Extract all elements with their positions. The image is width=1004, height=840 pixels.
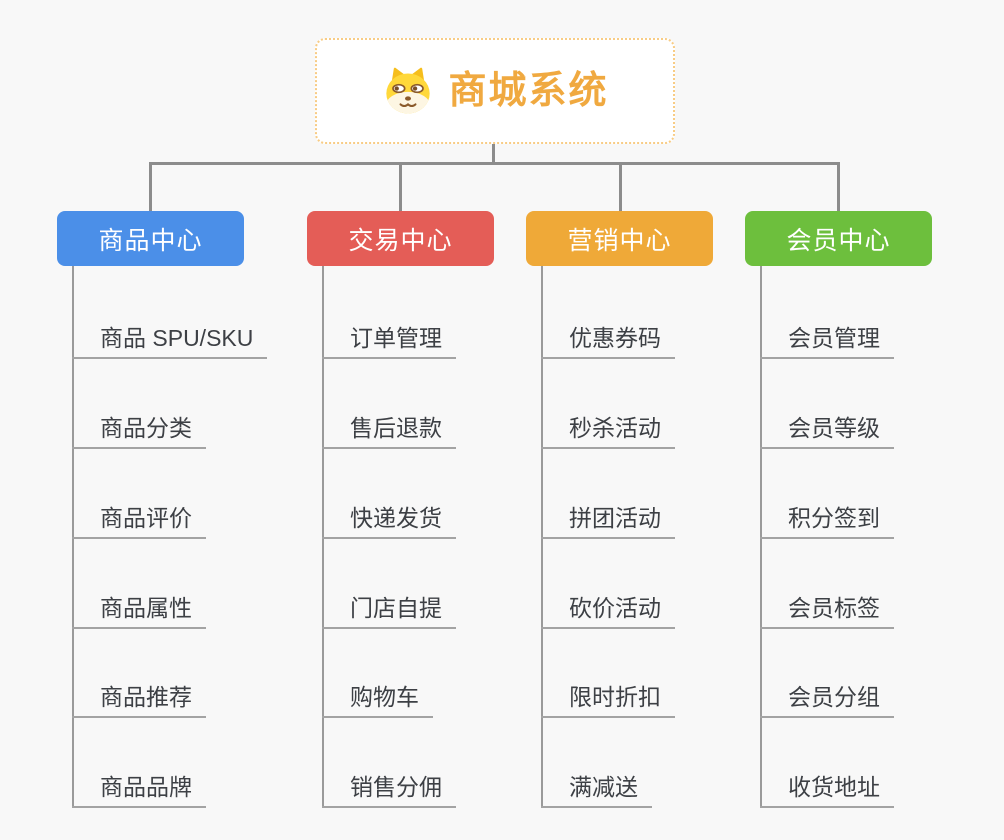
doge-icon: [381, 66, 435, 116]
leaf-node[interactable]: 会员等级: [760, 411, 894, 449]
trunk-line-product-center: [72, 266, 74, 806]
leaf-node[interactable]: 优惠券码: [541, 321, 675, 359]
leaf-node[interactable]: 商品分类: [72, 411, 206, 449]
leaf-node[interactable]: 购物车: [322, 680, 433, 718]
leaf-node[interactable]: 积分签到: [760, 501, 894, 539]
connector-root-drop: [492, 143, 495, 164]
leaf-node[interactable]: 商品品牌: [72, 770, 206, 808]
leaf-node[interactable]: 商品推荐: [72, 680, 206, 718]
leaf-node[interactable]: 收货地址: [760, 770, 894, 808]
root-node[interactable]: 商城系统: [315, 38, 675, 144]
branch-node-trade-center[interactable]: 交易中心: [307, 211, 494, 266]
root-title: 商城系统: [448, 70, 609, 112]
leaf-node[interactable]: 快递发货: [322, 501, 456, 539]
leaf-node[interactable]: 商品评价: [72, 501, 206, 539]
leaf-node[interactable]: 会员管理: [760, 321, 894, 359]
leaf-node[interactable]: 会员标签: [760, 591, 894, 629]
trunk-line-trade-center: [322, 266, 324, 806]
leaf-node[interactable]: 订单管理: [322, 321, 456, 359]
leaf-node[interactable]: 秒杀活动: [541, 411, 675, 449]
leaf-node[interactable]: 售后退款: [322, 411, 456, 449]
trunk-line-member-center: [760, 266, 762, 806]
connector-drop-4: [837, 162, 840, 211]
branch-node-member-center[interactable]: 会员中心: [745, 211, 932, 266]
leaf-node[interactable]: 门店自提: [322, 591, 456, 629]
connector-drop-2: [399, 162, 402, 211]
leaf-node[interactable]: 砍价活动: [541, 591, 675, 629]
leaf-node[interactable]: 会员分组: [760, 680, 894, 718]
trunk-line-marketing-center: [541, 266, 543, 806]
branch-node-marketing-center[interactable]: 营销中心: [526, 211, 713, 266]
leaf-node[interactable]: 满减送: [541, 770, 652, 808]
connector-horizontal: [149, 162, 840, 165]
leaf-node[interactable]: 限时折扣: [541, 680, 675, 718]
leaf-node[interactable]: 商品属性: [72, 591, 206, 629]
leaf-node[interactable]: 商品 SPU/SKU: [72, 321, 268, 359]
connector-drop-3: [619, 162, 622, 211]
leaf-node[interactable]: 销售分佣: [322, 770, 456, 808]
connector-drop-1: [149, 162, 152, 211]
leaf-node[interactable]: 拼团活动: [541, 501, 675, 539]
branch-node-product-center[interactable]: 商品中心: [57, 211, 244, 266]
